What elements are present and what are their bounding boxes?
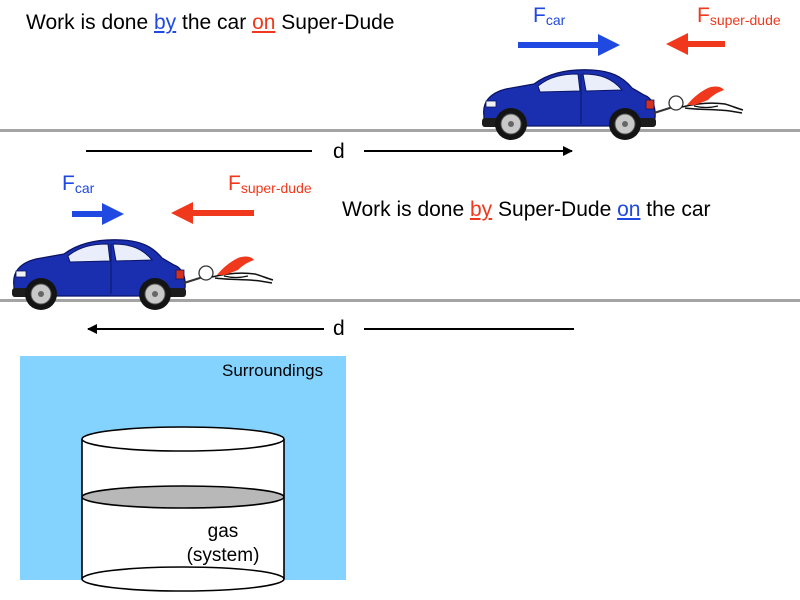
- distance-label: d: [333, 317, 345, 340]
- car: [11, 238, 274, 311]
- force-superdude-label: Fsuper-dude: [228, 172, 312, 196]
- force-superdude-label: Fsuper-dude: [697, 4, 781, 28]
- gas-system-label: gas (system): [186, 521, 260, 566]
- caption-scene1: Work is done by the car on Super-Dude: [26, 11, 395, 34]
- force-superdude-arrow: [171, 202, 254, 224]
- force-car-arrow: [72, 203, 124, 225]
- force-superdude-arrow: [666, 33, 725, 55]
- caption-by-word: by: [154, 11, 177, 34]
- caption-scene2: Work is done by Super-Dude on the car: [342, 198, 711, 221]
- force-car-label: Fcar: [533, 4, 566, 28]
- surroundings-label: Surroundings: [222, 361, 324, 380]
- road-line: [0, 299, 800, 302]
- car: [481, 68, 744, 141]
- caption-by-word: by: [470, 198, 493, 221]
- gas-cylinder: [81, 426, 285, 592]
- force-car-label: Fcar: [62, 172, 95, 196]
- piston: [81, 485, 285, 509]
- road-line: [0, 129, 800, 132]
- distance-label: d: [333, 140, 345, 163]
- force-car-arrow: [518, 34, 620, 56]
- caption-on-word: on: [617, 198, 641, 221]
- caption-on-word: on: [252, 11, 276, 34]
